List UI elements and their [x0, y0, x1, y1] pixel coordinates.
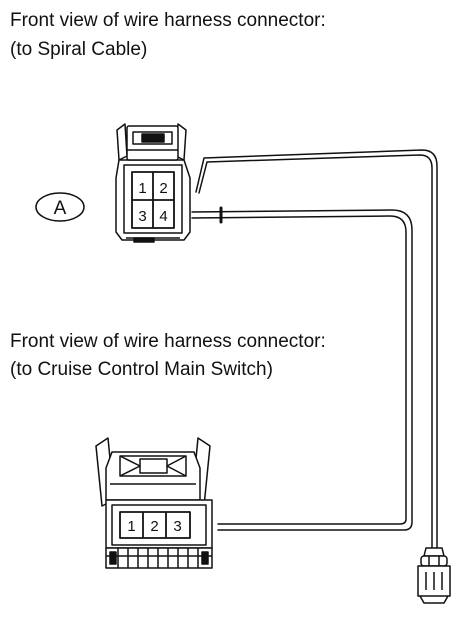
main-switch-caption-line1: Front view of wire harness connector:	[10, 331, 326, 352]
main-switch-pin-2: 2	[150, 518, 158, 535]
spiral-cable-connector	[115, 123, 191, 243]
connector-a-pin-4: 4	[159, 208, 167, 225]
main-switch-pin-3: 3	[173, 518, 181, 535]
wire-inner-inner-edge	[191, 215, 407, 525]
wire-harness	[191, 149, 438, 557]
spiral-cable-caption-line1: Front view of wire harness connector:	[10, 10, 326, 31]
connector-a-pin-1: 1	[138, 180, 146, 197]
main-switch-caption-line2: (to Cruise Control Main Switch)	[10, 359, 273, 380]
spiral-cable-caption-line2: (to Spiral Cable)	[10, 39, 148, 60]
main-switch-pin-1: 1	[127, 518, 135, 535]
wire-outer	[195, 149, 438, 557]
connector-a-pin-2: 2	[159, 180, 167, 197]
end-plug	[417, 547, 451, 604]
wire-outer-inner-edge	[198, 154, 433, 557]
wire-inner	[191, 209, 413, 531]
connector-a-label: A	[54, 198, 67, 219]
main-switch-connector	[95, 437, 213, 569]
connector-a-label-circle	[35, 192, 85, 222]
connector-a-pin-3: 3	[138, 208, 146, 225]
